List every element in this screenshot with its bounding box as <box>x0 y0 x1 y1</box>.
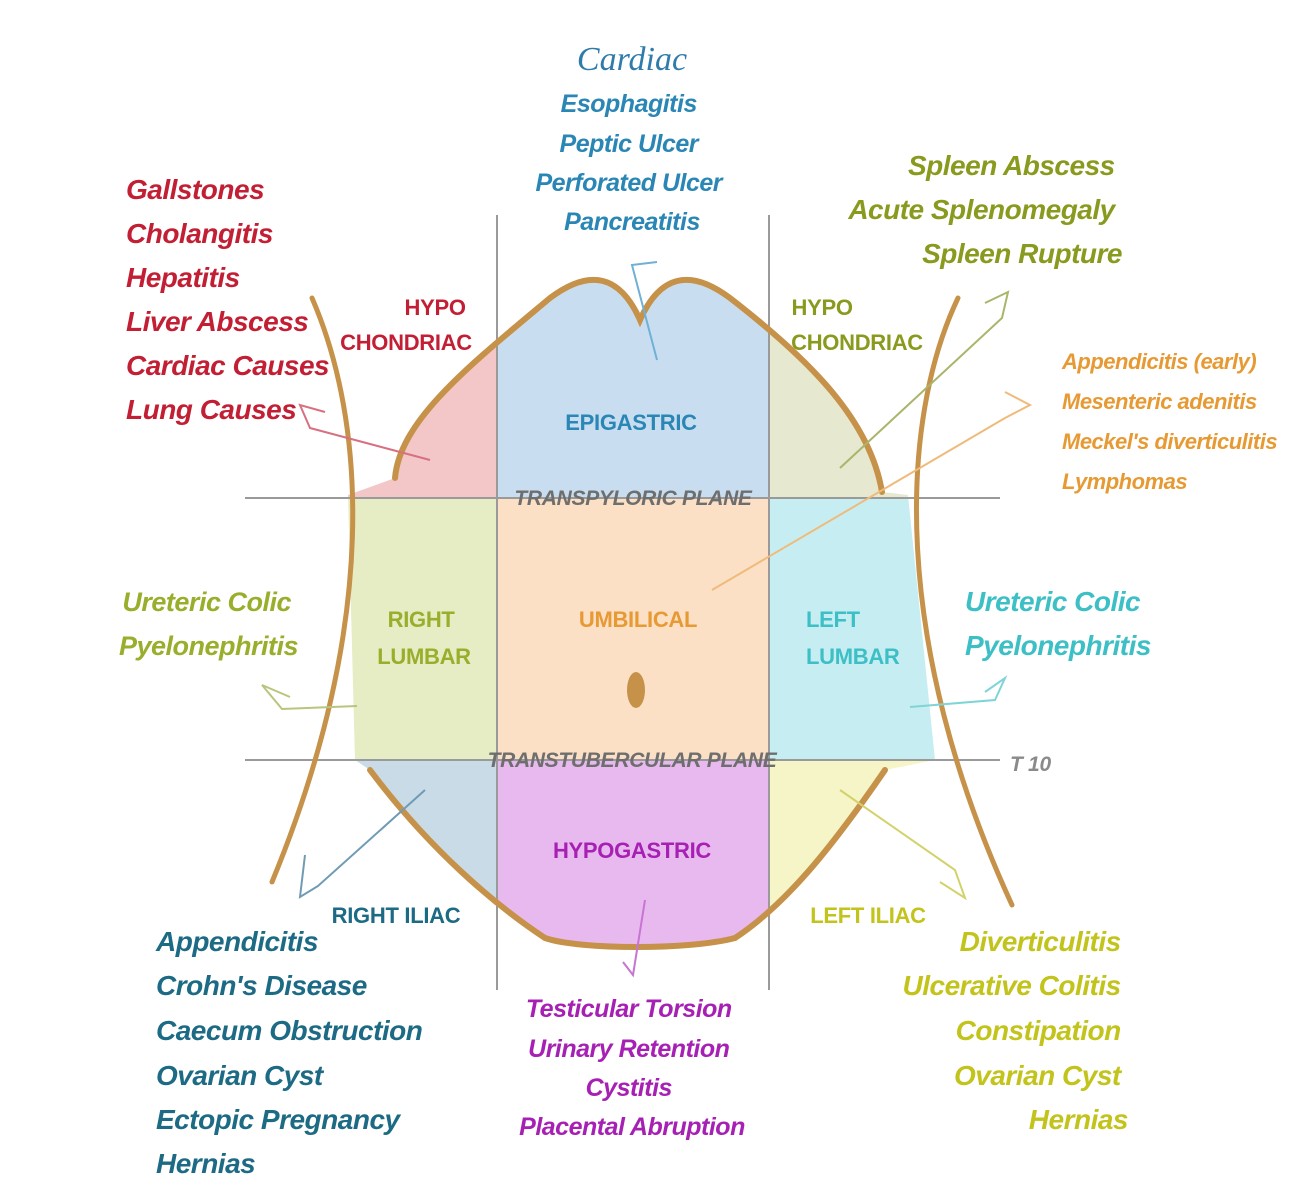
condition-item: Urinary Retention <box>528 1035 729 1063</box>
region-label-left-iliac: LEFT ILIAC <box>810 903 926 928</box>
plane-labels: TRANSPYLORIC PLANE TRANSTUBERCULAR PLANE… <box>488 487 1052 776</box>
navel <box>627 672 645 708</box>
condition-item: Ureteric Colic <box>965 586 1141 617</box>
condition-item: Diverticulitis <box>960 926 1121 957</box>
pointer-arrows <box>261 261 1033 978</box>
cardiac-heading: Cardiac <box>577 41 687 78</box>
condition-item: Cardiac Causes <box>126 350 329 381</box>
region-label-epigastric: EPIGASTRIC <box>565 410 697 435</box>
region-label-right-hypochondriac: HYPO CHONDRIAC <box>340 295 472 355</box>
region-label-right-lumbar: RIGHT LUMBAR <box>377 607 471 669</box>
fill-umbilical <box>497 498 769 760</box>
condition-item: Cholangitis <box>126 218 273 249</box>
condition-item: Hernias <box>156 1148 255 1179</box>
region-label-line: RIGHT <box>388 607 456 632</box>
region-label-hypogastric: HYPOGASTRIC <box>553 838 711 863</box>
fill-right-lumbar <box>348 498 497 760</box>
condition-item: Appendicitis <box>155 926 318 957</box>
region-fills <box>348 279 935 947</box>
condition-item: Ureteric Colic <box>122 587 291 617</box>
condition-item: Spleen Abscess <box>908 150 1115 181</box>
fill-left-lumbar <box>769 498 935 760</box>
flank-curves <box>269 295 1015 908</box>
right-hypochondriac-conditions: Gallstones Cholangitis Hepatitis Liver A… <box>126 174 336 425</box>
region-label-line: CHONDRIAC <box>791 330 923 355</box>
condition-item: Pyelonephritis <box>965 630 1151 661</box>
region-label-line: LUMBAR <box>377 644 471 669</box>
left-lumbar-conditions: Ureteric Colic Pyelonephritis <box>965 586 1151 661</box>
left-iliac-conditions: Diverticulitis Ulcerative Colitis Consti… <box>903 926 1128 1135</box>
region-label-line: LUMBAR <box>806 644 900 669</box>
arrow-left-hypochondriac <box>839 290 1010 469</box>
transtubercular-plane-label: TRANSTUBERCULAR PLANE <box>488 749 778 772</box>
arrow-umbilical <box>711 391 1033 591</box>
condition-item: Testicular Torsion <box>526 995 732 1023</box>
arrow-left-iliac <box>839 789 967 901</box>
right-iliac-conditions: Appendicitis Crohn's Disease Caecum Obst… <box>155 926 430 1179</box>
condition-item: Liver Abscess <box>126 306 308 337</box>
right-flank-curve <box>269 295 356 885</box>
fill-hypogastric <box>497 760 769 947</box>
condition-item: Ovarian Cyst <box>954 1060 1123 1091</box>
region-label-left-lumbar: LEFT LUMBAR <box>806 607 900 669</box>
region-label-line: CHONDRIAC <box>340 330 472 355</box>
hypogastric-conditions: Testicular Torsion Urinary Retention Cys… <box>519 995 745 1141</box>
lower-left-outline <box>367 767 548 941</box>
region-label-umbilical: UMBILICAL <box>579 607 697 632</box>
region-label-left-hypochondriac: HYPO CHONDRIAC <box>791 295 923 355</box>
condition-item: Pyelonephritis <box>119 631 299 661</box>
condition-item: Appendicitis (early) <box>1061 349 1256 374</box>
condition-item: Mesenteric adenitis <box>1062 389 1257 414</box>
condition-item: Acute Splenomegaly <box>847 194 1116 225</box>
torso-outline <box>367 276 888 950</box>
region-labels: HYPO CHONDRIAC EPIGASTRIC HYPO CHONDRIAC… <box>332 295 927 928</box>
condition-item: Ulcerative Colitis <box>903 970 1121 1001</box>
arrow-hypogastric <box>622 899 646 978</box>
condition-item: Pancreatitis <box>564 208 700 236</box>
transpyloric-plane-label: TRANSPYLORIC PLANE <box>514 487 753 510</box>
condition-item: Perforated Ulcer <box>536 169 724 197</box>
condition-item: Esophagitis <box>561 90 698 118</box>
arrow-left-lumbar <box>909 675 1008 708</box>
fill-epigastric <box>497 279 769 498</box>
condition-item: Ectopic Pregnancy <box>156 1104 402 1135</box>
condition-item: Constipation <box>956 1015 1121 1046</box>
arrow-right-hypochondriac <box>298 403 431 461</box>
condition-item: Meckel's diverticulitis <box>1062 429 1277 454</box>
pelvis-bottom <box>542 935 738 950</box>
region-label-line: HYPO <box>792 295 853 320</box>
fill-left-hypochondriac <box>769 279 935 498</box>
condition-item: Cystitis <box>586 1074 673 1102</box>
condition-item: Hernias <box>1029 1104 1128 1135</box>
arrow-epigastric <box>630 261 658 361</box>
left-flank-curve <box>914 295 1015 908</box>
region-label-right-iliac: RIGHT ILIAC <box>332 903 461 928</box>
condition-item: Lung Causes <box>126 394 296 425</box>
condition-item: Ovarian Cyst <box>156 1060 325 1091</box>
t10-label: T 10 <box>1010 753 1051 776</box>
condition-item: Caecum Obstruction <box>156 1015 422 1046</box>
left-hypochondriac-conditions: Spleen Abscess Acute Splenomegaly Spleen… <box>847 150 1122 269</box>
region-label-line: LEFT <box>806 607 861 632</box>
right-lumbar-conditions: Ureteric Colic Pyelonephritis <box>119 587 299 661</box>
condition-item: Peptic Ulcer <box>560 130 700 158</box>
region-label-line: HYPO <box>405 295 466 320</box>
upper-outline <box>392 276 885 495</box>
condition-item: Hepatitis <box>126 262 240 293</box>
arrow-right-iliac <box>298 789 426 899</box>
condition-item: Gallstones <box>126 174 264 205</box>
epigastric-conditions: Esophagitis Peptic Ulcer Perforated Ulce… <box>536 90 729 236</box>
condition-item: Placental Abruption <box>519 1113 745 1141</box>
arrow-right-lumbar <box>261 684 358 711</box>
fill-right-iliac <box>348 760 497 947</box>
lower-right-outline <box>732 767 888 941</box>
condition-item: Crohn's Disease <box>156 970 367 1001</box>
condition-item: Spleen Rupture <box>922 238 1122 269</box>
condition-item: Lymphomas <box>1062 469 1187 494</box>
umbilical-conditions: Appendicitis (early) Mesenteric adenitis… <box>1061 349 1283 494</box>
